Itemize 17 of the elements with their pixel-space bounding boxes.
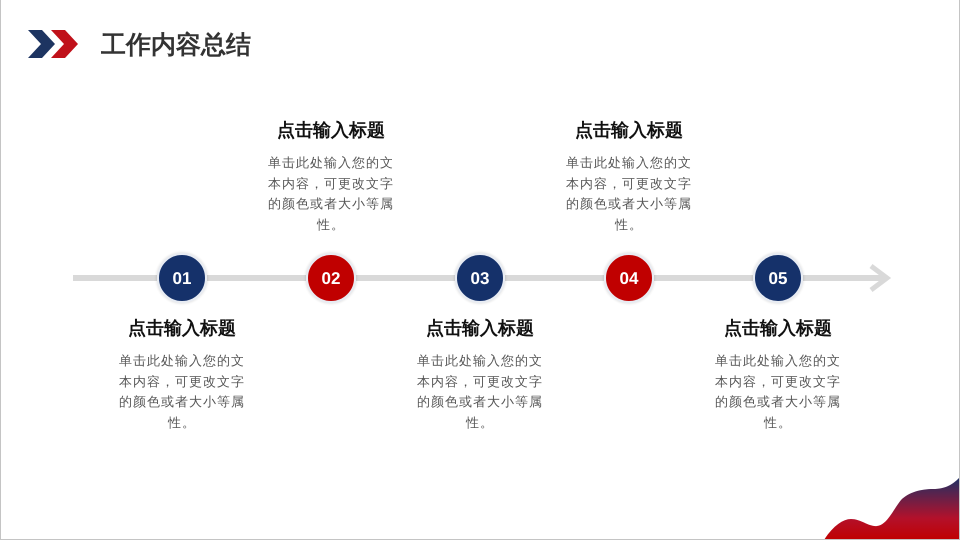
timeline-line [505, 275, 604, 281]
timeline-line [356, 275, 455, 281]
step-description: 单击此处输入您的文本内容，可更改文字的颜色或者大小等属性。 [118, 352, 246, 432]
timeline-line [207, 275, 306, 281]
step-heading: 点击输入标题 [277, 119, 385, 142]
step-description: 单击此处输入您的文本内容，可更改文字的颜色或者大小等属性。 [267, 154, 395, 234]
step-description: 单击此处输入您的文本内容，可更改文字的颜色或者大小等属性。 [714, 352, 842, 432]
step-description: 单击此处输入您的文本内容，可更改文字的颜色或者大小等属性。 [416, 352, 544, 432]
step-description: 单击此处输入您的文本内容，可更改文字的颜色或者大小等属性。 [565, 154, 693, 234]
timeline-line [803, 264, 890, 292]
slide-title: 工作内容总结 [101, 30, 251, 61]
step-heading: 点击输入标题 [426, 317, 534, 340]
step-heading: 点击输入标题 [575, 119, 683, 142]
step-heading: 点击输入标题 [128, 317, 236, 340]
timeline-line [654, 275, 753, 281]
timeline-line [73, 275, 157, 281]
step-heading: 点击输入标题 [724, 317, 832, 340]
